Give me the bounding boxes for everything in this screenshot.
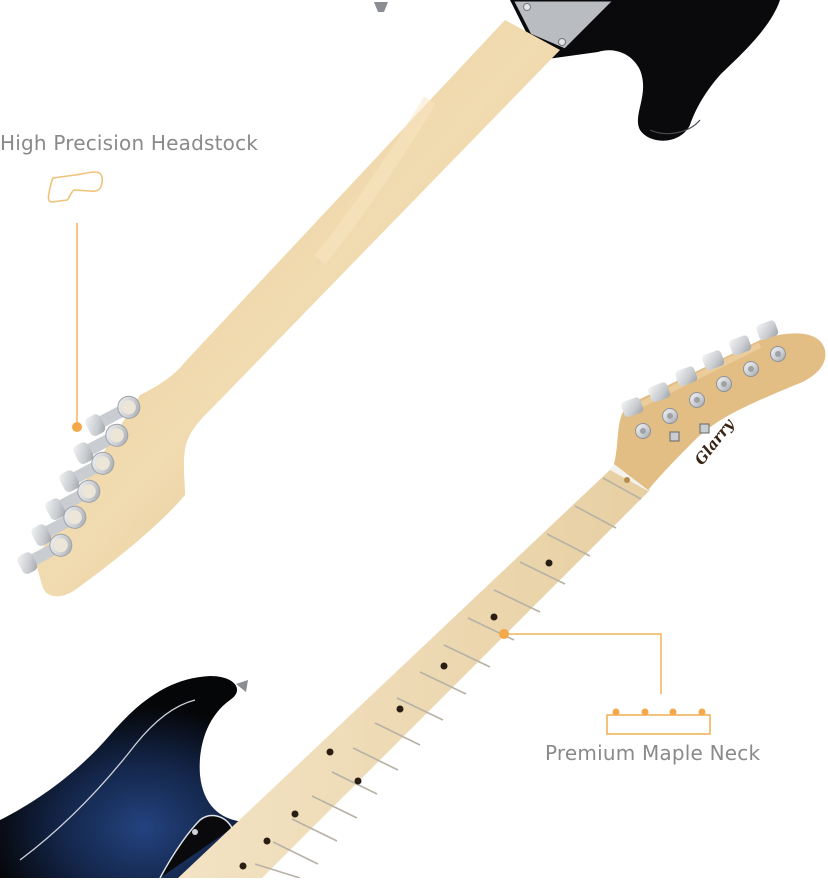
- frets: [254, 477, 642, 879]
- neck-back: [35, 20, 560, 597]
- fret-inlays: [239, 559, 553, 870]
- neck-callout-graphic: [499, 629, 711, 735]
- back-view-guitar: [17, 0, 780, 597]
- tuners-back: [17, 395, 141, 574]
- headstock-outline-icon: [47, 171, 104, 203]
- headstock-callout-label: High Precision Headstock: [0, 131, 259, 155]
- fretboard: [178, 468, 650, 878]
- headstock-callout-graphic: [47, 171, 104, 432]
- headstock-front: [614, 333, 826, 490]
- neck-plate: [510, 0, 618, 52]
- fretboard-icon: [606, 708, 711, 735]
- tuners-front: [621, 320, 786, 442]
- neck-callout-label: Premium Maple Neck: [545, 741, 761, 765]
